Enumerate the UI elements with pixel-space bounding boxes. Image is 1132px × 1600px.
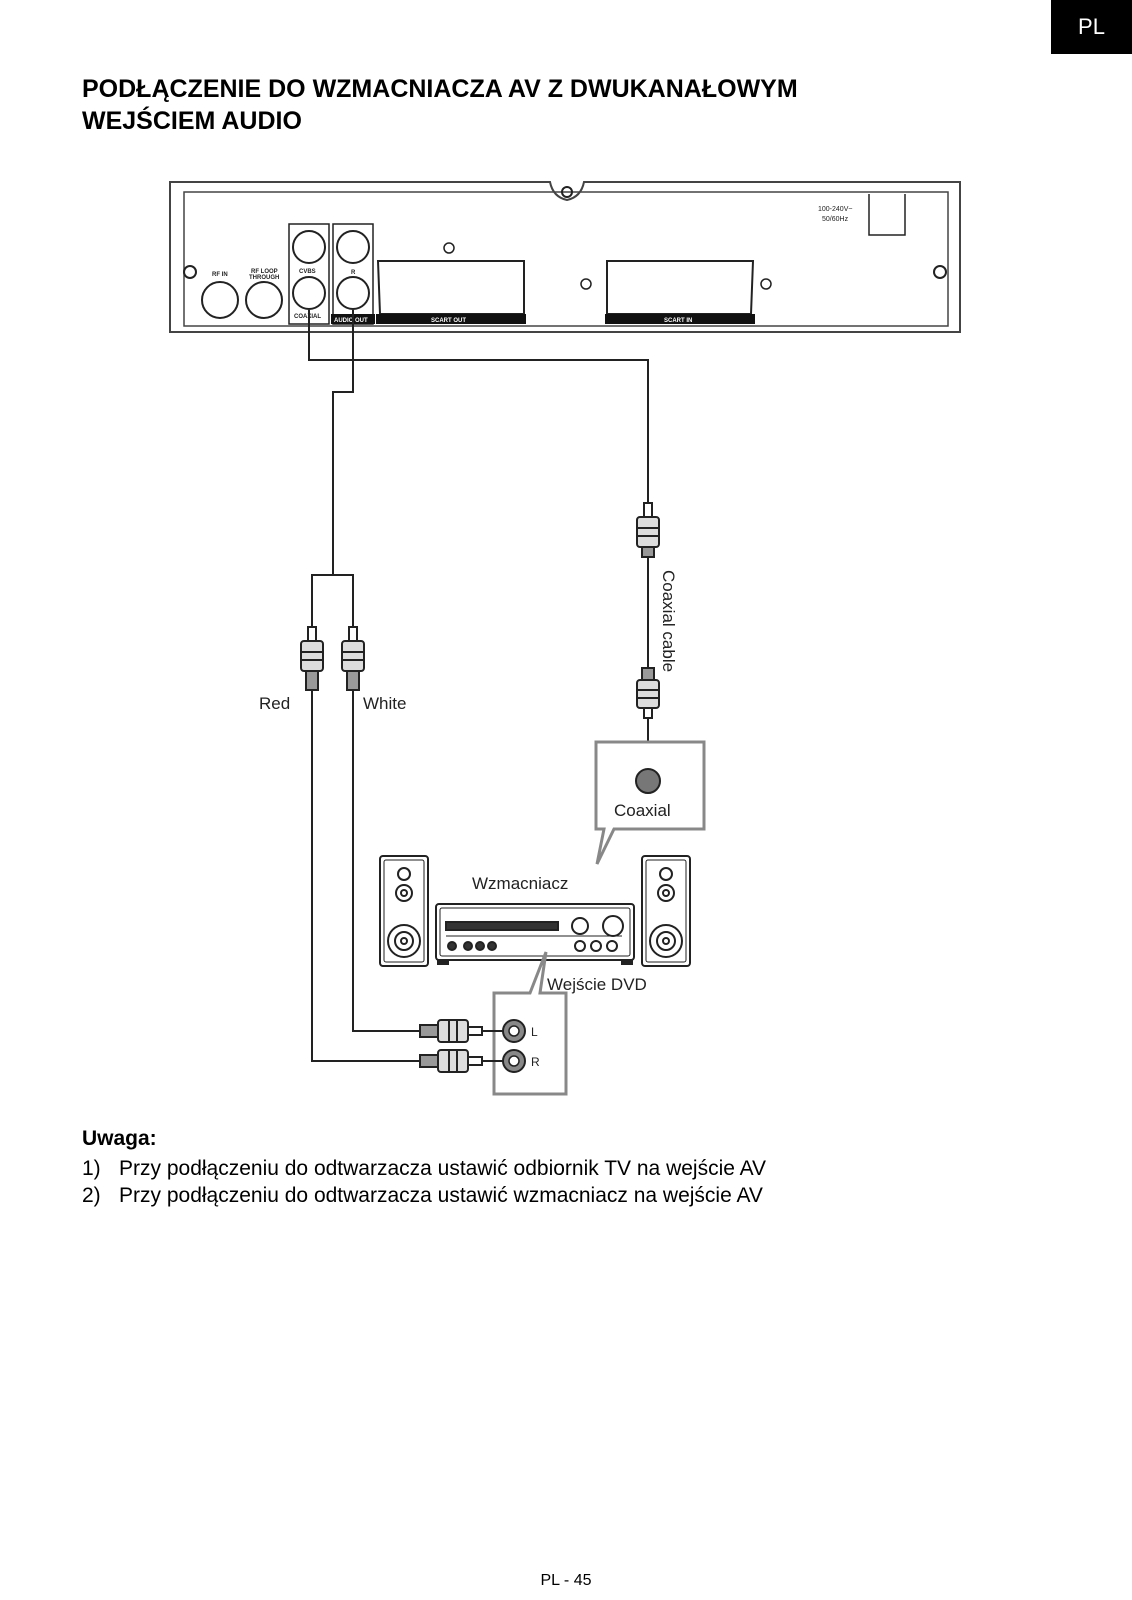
- panel-screw-icon: [183, 265, 197, 279]
- page-title-line-2: WEJŚCIEM AUDIO: [82, 107, 302, 135]
- panel-screw-icon: [443, 242, 455, 254]
- rf-loop-label: RF LOOP: [251, 269, 278, 275]
- audio-cable-white-bottom: [352, 690, 420, 1032]
- audio-cable-red-top: [311, 310, 354, 627]
- dvd-input-label: Wejście DVD: [547, 975, 647, 994]
- frequency-spec-label: 50/60Hz: [822, 216, 849, 223]
- language-tab: PL: [1051, 0, 1132, 54]
- list-item: 2) Przy podłączeniu do odtwarzacza ustaw…: [82, 1182, 1042, 1209]
- coaxial-input-label: Coaxial: [614, 801, 671, 820]
- amplifier-icon: [435, 903, 635, 965]
- cvbs-label: CVBS: [299, 269, 316, 275]
- audio-out-label: AUDIO OUT: [334, 318, 368, 324]
- coaxial-input-port-icon: [635, 768, 661, 794]
- panel-screw-icon: [760, 278, 772, 290]
- rf-in-label: RF IN: [212, 272, 228, 278]
- notes-section: Uwaga: 1) Przy podłączeniu do odtwarzacz…: [82, 1127, 1042, 1209]
- coaxial-port-label: COAXIAL: [294, 314, 321, 320]
- coaxial-input-callout: Coaxial: [594, 740, 706, 865]
- rca-plug-red-horizontal-icon: [419, 1049, 503, 1073]
- rca-plug-red-icon: [300, 626, 324, 691]
- scart-out-label: SCART OUT: [431, 318, 466, 324]
- audio-cable-red-bottom: [311, 690, 420, 1062]
- note-number: 2): [82, 1184, 101, 1207]
- notes-title: Uwaga:: [82, 1127, 157, 1150]
- rf-in-port-icon: [201, 281, 239, 319]
- audio-out-r-port-icon: [336, 276, 370, 310]
- audio-r-label: R: [351, 270, 356, 276]
- power-socket-icon: [868, 194, 906, 236]
- coaxial-plug-top-icon: [636, 502, 660, 558]
- rf-through-label: THROUGH: [249, 275, 279, 281]
- coaxial-output-port-icon: [292, 276, 326, 310]
- panel-screw-icon: [580, 278, 592, 290]
- audio-cable-white-top: [333, 574, 354, 627]
- audio-out-l-port-icon: [336, 230, 370, 264]
- dvd-player-rear-panel: 100-240V~ 50/60Hz RF IN RF LOOP THROUGH …: [169, 181, 961, 333]
- panel-screw-icon: [933, 265, 947, 279]
- white-cable-label: White: [363, 694, 406, 713]
- note-number: 1): [82, 1157, 101, 1180]
- red-cable-label: Red: [259, 694, 290, 713]
- left-speaker-icon: [379, 855, 429, 967]
- scart-in-label: SCART IN: [664, 318, 692, 324]
- list-item: 1) Przy podłączeniu do odtwarzacza ustaw…: [82, 1155, 1042, 1182]
- amplifier-label: Wzmacniacz: [472, 874, 568, 893]
- rca-plug-white-icon: [341, 626, 365, 691]
- dvd-input-l-label: L: [531, 1025, 538, 1039]
- rca-plug-white-horizontal-icon: [419, 1019, 503, 1043]
- panel-screw-icon: [561, 186, 573, 198]
- note-text: Przy podłączeniu do odtwarzacza ustawić …: [119, 1157, 767, 1180]
- page-title: PODŁĄCZENIE DO WZMACNIACZA AV Z DWUKANAŁ…: [82, 73, 1042, 137]
- right-speaker-icon: [641, 855, 691, 967]
- dvd-input-r-label: R: [531, 1055, 540, 1069]
- power-spec-label: 100-240V~: [818, 206, 852, 213]
- page-number: PL - 45: [540, 1572, 592, 1589]
- coaxial-cable-label: Coaxial cable: [659, 570, 678, 672]
- note-text: Przy podłączeniu do odtwarzacza ustawić …: [119, 1184, 763, 1207]
- rf-loop-port-icon: [245, 281, 283, 319]
- coaxial-plug-bottom-icon: [636, 667, 660, 719]
- cvbs-port-icon: [292, 230, 326, 264]
- coaxial-cable-top: [308, 310, 649, 503]
- page-title-line-1: PODŁĄCZENIE DO WZMACNIACZA AV Z DWUKANAŁ…: [82, 75, 798, 103]
- dvd-input-callout: L R: [492, 951, 568, 1096]
